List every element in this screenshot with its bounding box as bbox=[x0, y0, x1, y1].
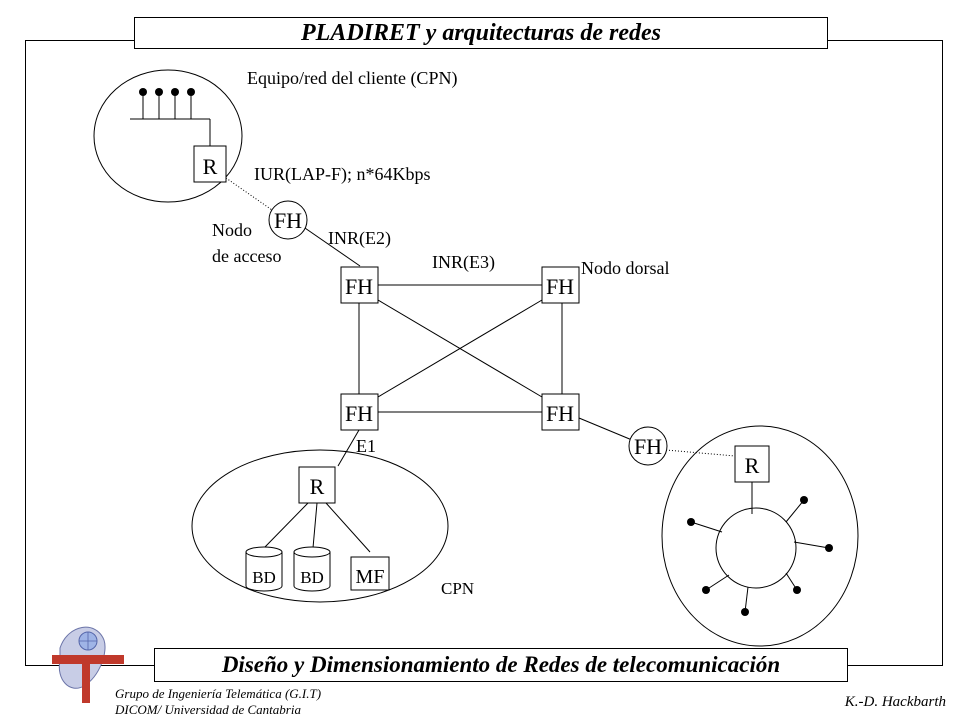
access-fh-node bbox=[268, 200, 308, 240]
backbone-fh-label: FH bbox=[546, 274, 574, 299]
backbone-fh-label: FH bbox=[546, 401, 574, 426]
router-to-db1 bbox=[263, 502, 309, 549]
frame-top-left bbox=[25, 40, 135, 41]
backbone-fh-label: FH bbox=[345, 274, 373, 299]
cpn-top-label: Equipo/red del cliente (CPN) bbox=[247, 68, 457, 89]
mainframe-box bbox=[350, 556, 390, 591]
backbone-fh-top-right bbox=[541, 266, 580, 304]
terminal-dot bbox=[187, 88, 195, 96]
right-iur-link bbox=[665, 449, 736, 457]
terminal-dot bbox=[741, 608, 749, 616]
terminal-dot bbox=[793, 586, 801, 594]
frame-right bbox=[942, 40, 943, 666]
right-access-link bbox=[578, 417, 633, 441]
terminal-dot bbox=[171, 88, 179, 96]
mainframe-label: MF bbox=[356, 566, 385, 588]
frame-top-right bbox=[828, 40, 943, 41]
frame-left bbox=[25, 40, 26, 666]
terminal-dot bbox=[825, 544, 833, 552]
page-title: PLADIRET y arquitecturas de redes bbox=[134, 17, 828, 49]
backbone-fh-bottom-right bbox=[541, 393, 580, 431]
cpn-top-ellipse bbox=[93, 69, 243, 203]
backbone-link-diag-2 bbox=[377, 299, 543, 398]
terminal-dot bbox=[687, 518, 695, 526]
e1-link bbox=[337, 429, 360, 467]
inr-e3-label: INR(E3) bbox=[432, 252, 495, 273]
frame-bottom-right bbox=[848, 665, 943, 666]
backbone-fh-bottom-left bbox=[340, 393, 379, 431]
cpn-bottom-left: R BD BD MF bbox=[191, 449, 449, 603]
terminal-dot bbox=[702, 586, 710, 594]
cpn-bottom-label: CPN bbox=[441, 579, 474, 598]
terminal-dot bbox=[139, 88, 147, 96]
inr-e2-label: INR(E2) bbox=[328, 228, 391, 249]
router-to-mf bbox=[325, 502, 371, 553]
iur-link bbox=[225, 177, 273, 211]
router-label-right: R bbox=[745, 453, 760, 478]
terminal-dot bbox=[800, 496, 808, 504]
group-line-2: DICOM/ Universidad de Cantabria bbox=[115, 702, 301, 717]
cpn-right-ellipse bbox=[661, 425, 859, 647]
e1-label: E1 bbox=[356, 436, 376, 456]
database-2: BD bbox=[293, 546, 331, 592]
backbone-fh-label: FH bbox=[345, 401, 373, 426]
author-credit: K.-D. Hackbarth bbox=[844, 694, 946, 710]
backbone-node-label: Nodo dorsal bbox=[581, 258, 670, 278]
right-access-fh-label: FH bbox=[634, 434, 662, 459]
router-to-db2 bbox=[312, 502, 318, 549]
ring bbox=[715, 507, 797, 589]
database-1: BD bbox=[245, 546, 283, 592]
backbone-fh-top-left bbox=[340, 266, 379, 304]
git-logo bbox=[52, 626, 124, 703]
database-label: BD bbox=[300, 568, 324, 587]
router-box-top bbox=[193, 145, 227, 183]
footer-banner: Diseño y Dimensionamiento de Redes de te… bbox=[154, 648, 848, 682]
database-label: BD bbox=[252, 568, 276, 587]
router-box-right bbox=[734, 445, 770, 483]
inr-e2-link bbox=[301, 225, 361, 267]
terminal-dot bbox=[155, 88, 163, 96]
right-access-fh-node bbox=[628, 426, 668, 466]
cpn-top: R bbox=[93, 69, 243, 203]
access-fh-label: FH bbox=[274, 208, 302, 233]
iur-label: IUR(LAP-F); n*64Kbps bbox=[254, 164, 431, 185]
router-box-bottom bbox=[298, 466, 336, 504]
router-label-bottom: R bbox=[310, 474, 325, 499]
group-line-1: Grupo de Ingeniería Telemática (G.I.T) bbox=[115, 686, 322, 701]
router-label-top: R bbox=[203, 154, 218, 179]
access-node-label-1: Nodo bbox=[212, 220, 252, 240]
access-node-label-2: de acceso bbox=[212, 246, 281, 266]
cpn-bottom-ellipse bbox=[191, 449, 449, 603]
cpn-right: R bbox=[661, 425, 859, 647]
